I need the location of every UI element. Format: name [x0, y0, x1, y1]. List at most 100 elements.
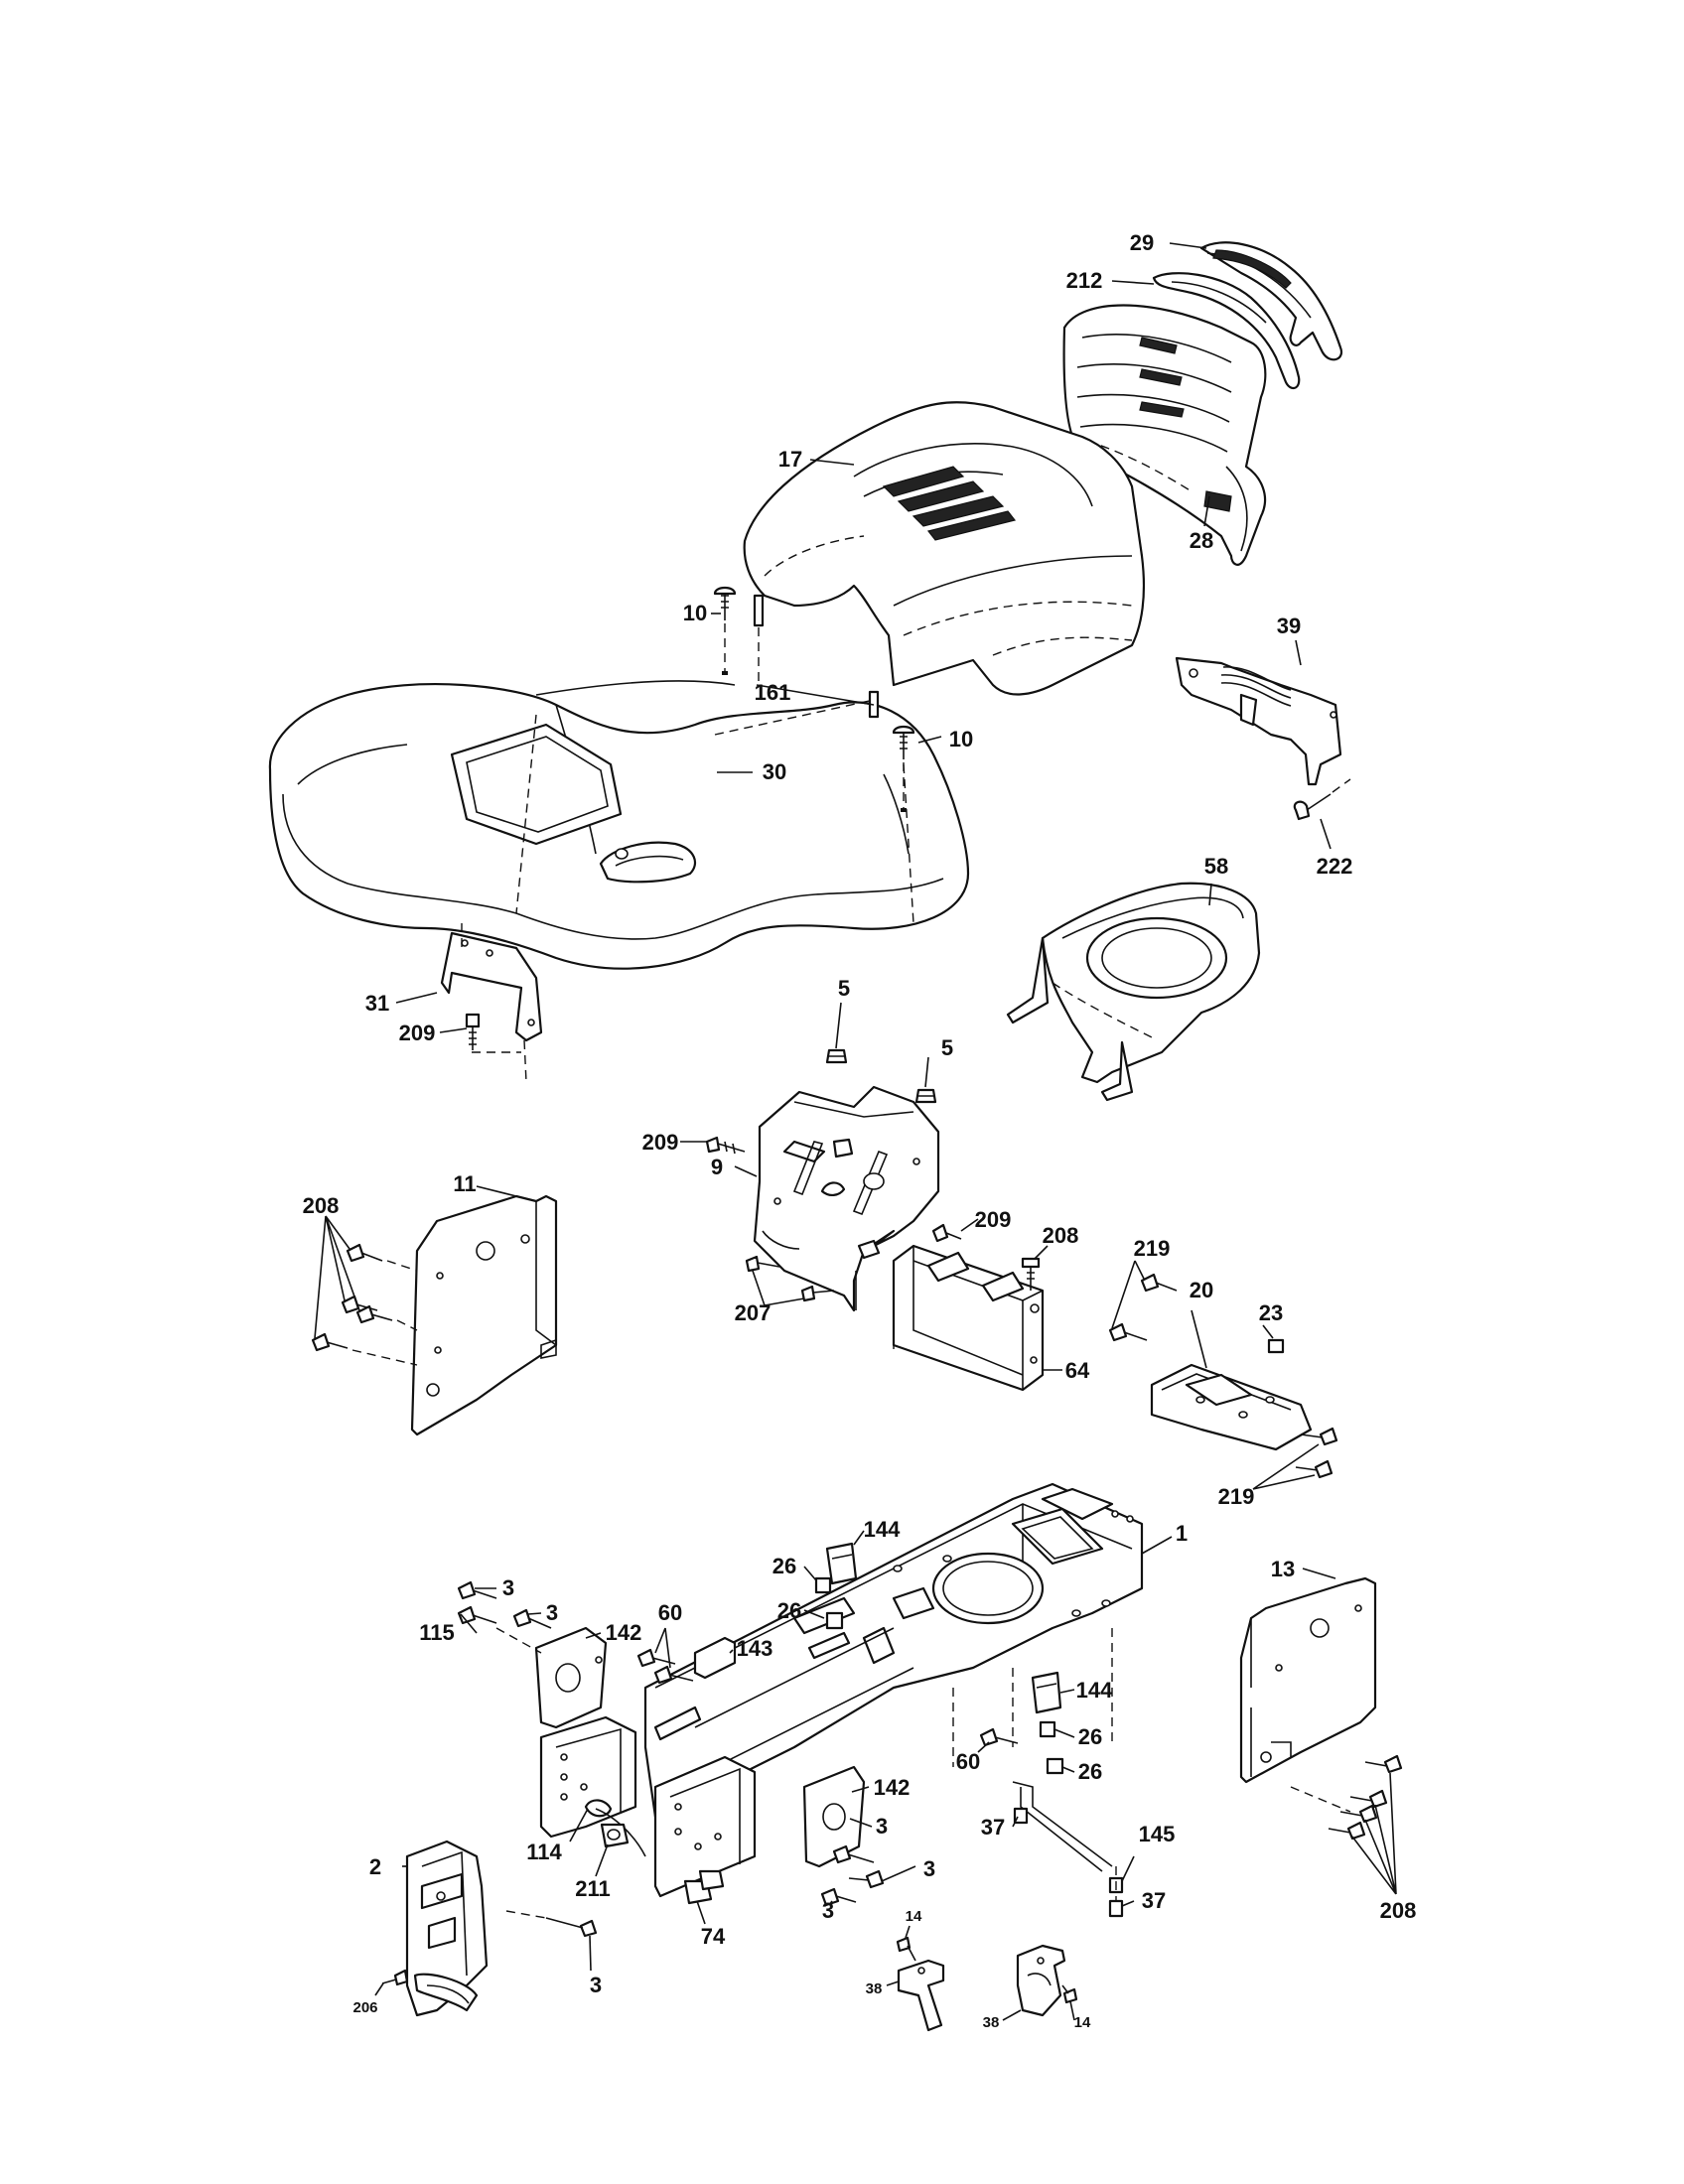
callout-14a: 14	[906, 1908, 922, 1925]
callout-209a: 209	[399, 1021, 436, 1045]
callout-144a: 144	[864, 1517, 901, 1542]
callout-142b: 142	[874, 1775, 911, 1800]
callout-11: 11	[453, 1171, 476, 1196]
bracket-38b	[1016, 1944, 1066, 2017]
callout-31: 31	[365, 991, 389, 1016]
dash-cap	[1199, 241, 1343, 361]
callout-161: 161	[755, 680, 791, 705]
nut-74	[683, 1869, 725, 1905]
callout-64: 64	[1065, 1358, 1090, 1383]
callout-17: 17	[778, 447, 802, 472]
dash-insert	[1152, 272, 1301, 390]
right-side-plate	[653, 1755, 757, 1898]
callout-26c: 26	[1078, 1724, 1102, 1749]
callout-208c: 208	[1380, 1898, 1417, 1923]
callout-209b: 209	[642, 1130, 679, 1155]
callout-28: 28	[1190, 528, 1213, 553]
bolts-208a	[311, 1243, 418, 1366]
grille-assembly	[1062, 304, 1267, 566]
bolts-60	[636, 1648, 1019, 1747]
callout-208a: 208	[303, 1193, 340, 1218]
bumper-5b	[914, 1088, 937, 1104]
carriage-bolt-10b	[892, 725, 915, 812]
callout-20: 20	[1190, 1278, 1213, 1302]
callout-26d: 26	[1078, 1759, 1102, 1784]
front-bracket-2	[405, 1840, 489, 2017]
callout-38b: 38	[983, 2014, 1000, 2031]
support-bracket-39	[1175, 656, 1342, 786]
callout-60a: 60	[658, 1600, 682, 1625]
tie-rod-145	[1012, 1781, 1124, 1918]
callout-29: 29	[1130, 230, 1154, 255]
bracket-31	[440, 923, 543, 1083]
callout-143: 143	[737, 1636, 773, 1661]
axle-bracket-142b	[802, 1765, 866, 1868]
bolt-209c	[931, 1223, 962, 1243]
callout-23: 23	[1259, 1300, 1283, 1325]
callout-39: 39	[1277, 614, 1301, 638]
bolts-3-right	[820, 1844, 885, 1907]
callout-206: 206	[352, 1999, 377, 2016]
clip-144a	[825, 1542, 858, 1585]
bolts-3-115	[457, 1580, 552, 1654]
callout-3b: 3	[546, 1600, 558, 1625]
steering-support-64	[892, 1244, 1045, 1392]
callout-3e: 3	[822, 1898, 834, 1923]
callout-219b: 219	[1218, 1484, 1255, 1509]
axle-bracket-142a	[534, 1626, 608, 1729]
callout-2: 2	[369, 1854, 381, 1879]
bolt-208b	[1021, 1257, 1041, 1291]
callout-13: 13	[1271, 1557, 1295, 1581]
callout-3a: 3	[502, 1575, 514, 1600]
callout-212: 212	[1066, 268, 1103, 293]
callout-207: 207	[735, 1300, 772, 1325]
leader-lines	[314, 242, 1397, 2021]
callout-3d: 3	[923, 1856, 935, 1881]
bolts-14	[896, 1936, 1078, 2004]
clip-144b	[1031, 1671, 1062, 1714]
callout-labels: 29 212 17 28 10 161 10 39 30 222 58 5 5 …	[303, 230, 1417, 2031]
callout-144b: 144	[1076, 1678, 1113, 1703]
pedal-plate-20	[1150, 1363, 1313, 1451]
bolt-209a	[465, 1013, 481, 1050]
side-panel-11	[410, 1194, 558, 1436]
dash-panel-9	[753, 1085, 940, 1312]
callout-222: 222	[1317, 854, 1353, 879]
callout-37b: 37	[1142, 1888, 1166, 1913]
callout-26b: 26	[777, 1598, 801, 1623]
bolts-219	[1108, 1273, 1338, 1479]
callout-3c: 3	[876, 1814, 888, 1839]
callout-10a: 10	[683, 601, 707, 625]
bolt-209b	[705, 1136, 746, 1155]
bracket-38a	[897, 1959, 945, 2032]
callout-60b: 60	[956, 1749, 980, 1774]
callout-115: 115	[419, 1620, 455, 1645]
bracket-143	[693, 1636, 737, 1680]
callout-38a: 38	[866, 1980, 883, 1997]
carriage-bolt-10a	[713, 586, 737, 675]
callout-219a: 219	[1134, 1236, 1171, 1261]
callout-3f: 3	[590, 1973, 602, 1997]
callout-5b: 5	[941, 1035, 953, 1060]
fender-deck	[268, 680, 970, 970]
side-panel-13	[1239, 1576, 1377, 1784]
callout-209c: 209	[975, 1207, 1012, 1232]
seat-pan-58	[1006, 882, 1261, 1102]
callout-37a: 37	[981, 1815, 1005, 1840]
bolt-3-front	[505, 1910, 598, 1938]
callout-142a: 142	[606, 1620, 642, 1645]
callout-30: 30	[763, 759, 786, 784]
callout-1: 1	[1176, 1521, 1188, 1546]
bolts-208c	[1290, 1754, 1403, 1841]
bolt-207	[745, 1255, 835, 1302]
callout-208b: 208	[1043, 1223, 1079, 1248]
callout-9: 9	[711, 1155, 723, 1179]
bolt-206	[381, 1969, 409, 1986]
callout-5a: 5	[838, 976, 850, 1001]
left-side-plate	[539, 1715, 637, 1839]
nuts-26	[814, 1576, 1064, 1775]
nut-211	[600, 1823, 630, 1848]
nut-23	[1267, 1338, 1285, 1354]
main-frame	[643, 1482, 1144, 1819]
